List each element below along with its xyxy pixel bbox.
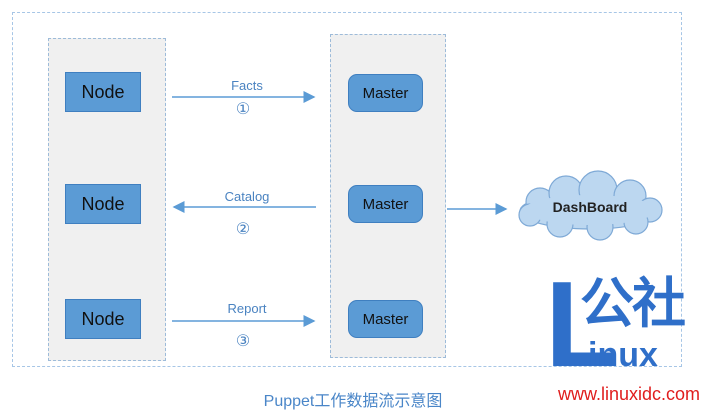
svg-text:inux: inux <box>588 336 658 374</box>
catalog-label: Catalog <box>224 189 270 204</box>
step-3-marker: ③ <box>235 333 251 350</box>
svg-text:公社: 公社 <box>580 272 685 335</box>
step-1-marker: ① <box>235 101 251 118</box>
watermark-logo: L 公社 inux <box>545 256 687 392</box>
master-box-2: Master <box>348 185 423 223</box>
watermark-site: www.linuxidc.com <box>557 384 700 404</box>
node-box-2: Node <box>65 184 141 224</box>
master-box-1: Master <box>348 74 423 112</box>
diagram-caption: Puppet工作数据流示意图 <box>263 393 443 410</box>
node-box-1: Node <box>65 72 141 112</box>
node-box-3: Node <box>65 299 141 339</box>
diagram-frame <box>12 12 682 367</box>
dashboard-label: DashBoard <box>552 199 628 215</box>
facts-label: Facts <box>231 78 263 93</box>
report-label: Report <box>227 301 267 316</box>
svg-text:L: L <box>545 256 620 392</box>
step-2-marker: ② <box>235 221 251 238</box>
master-box-3: Master <box>348 300 423 338</box>
